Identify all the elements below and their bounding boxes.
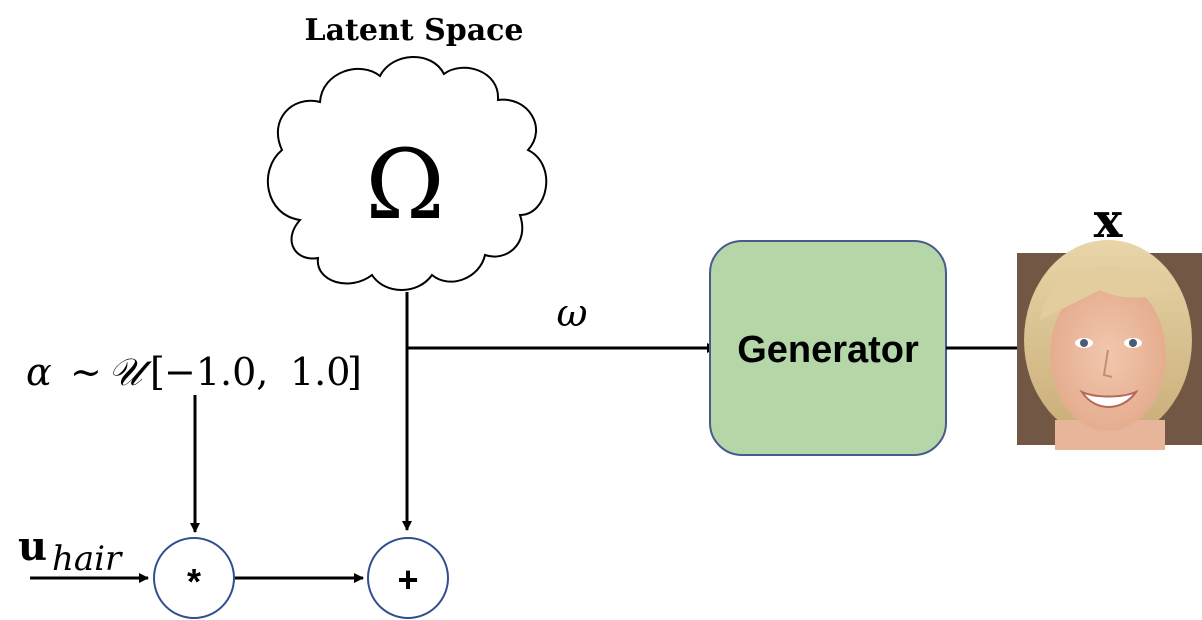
output-face-image — [1017, 240, 1202, 450]
u-hair-label: u hair — [18, 523, 123, 579]
hair-subscript: hair — [52, 539, 123, 579]
small-omega-label: ω — [557, 291, 588, 335]
omega-symbol: Ω — [365, 129, 445, 241]
add-symbol: + — [397, 559, 418, 600]
latent-space-label: Latent Space — [304, 13, 523, 48]
add-node — [367, 537, 449, 619]
u-vector: u — [18, 523, 47, 570]
generator-label: Generator — [737, 329, 919, 371]
alpha-symbol: α — [26, 350, 52, 394]
output-label: x — [1094, 193, 1123, 249]
uniform-symbol: 𝒰 — [108, 350, 152, 394]
multiply-node — [153, 537, 235, 619]
tilde-symbol: ∼ — [70, 350, 102, 394]
close-bracket: ] — [347, 350, 362, 394]
range-high: 1.0 — [290, 350, 350, 394]
alpha-formula: α ∼ 𝒰 [ −1.0, 1.0 ] — [26, 350, 362, 394]
multiply-symbol: * — [187, 561, 201, 602]
latent-space-cloud — [266, 56, 548, 291]
open-bracket: [ — [150, 350, 165, 394]
range-low: −1.0, — [164, 350, 268, 394]
